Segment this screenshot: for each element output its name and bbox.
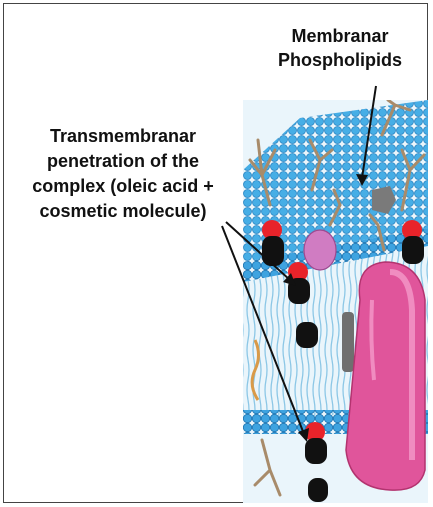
membrane-label-line-2: Phospholipids: [270, 48, 410, 72]
membrane-label-line-1: Membranar: [270, 24, 410, 48]
complex-label-line-4: cosmetic molecule): [8, 199, 238, 224]
gray-channel: [342, 312, 354, 372]
oleic-complex-top-2: [402, 220, 424, 264]
phospholipid-bilayer: [243, 100, 428, 503]
oleic-complex-top-1: [262, 220, 284, 266]
complex-label-line-1: Transmembranar: [8, 124, 238, 149]
small-protein: [304, 230, 336, 270]
membrane-phospholipids-label: Membranar Phospholipids: [270, 24, 410, 72]
transmembrane-complex-label: Transmembranar penetration of the comple…: [8, 124, 238, 224]
complex-label-line-3: complex (oleic acid +: [8, 174, 238, 199]
complex-label-line-2: penetration of the: [8, 149, 238, 174]
